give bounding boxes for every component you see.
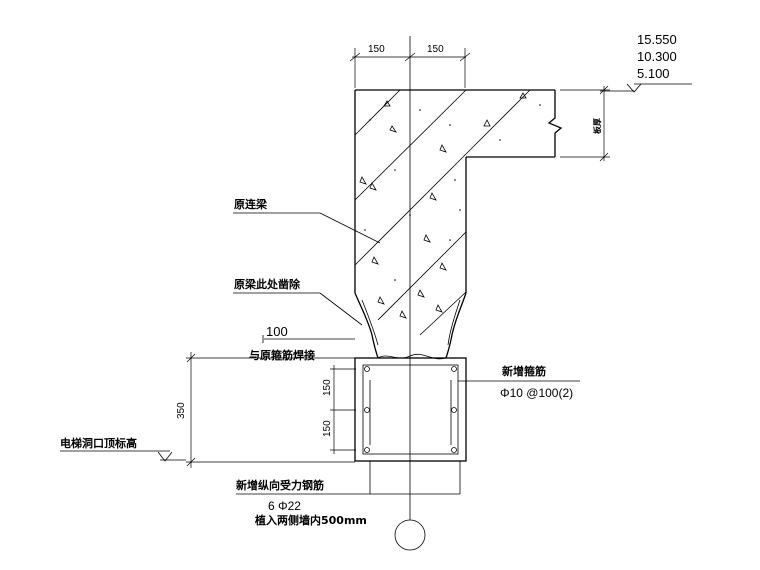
dim-lower: 150 — [322, 420, 333, 437]
leader-beam-removed: 原梁此处凿除 — [233, 277, 363, 326]
dim-total: 350 — [176, 402, 187, 419]
dim-100: 100 — [266, 324, 288, 339]
overall-height-dimension: 350 — [176, 352, 355, 468]
elevation-mark: 15.550 10.300 5.100 — [600, 32, 692, 93]
section-height-dimension: 150 150 — [322, 365, 356, 454]
concrete-dots — [364, 104, 541, 281]
leader-original-beam: 原连梁 — [233, 197, 381, 244]
concrete-hatch — [354, 89, 531, 336]
dim-top-left: 150 — [368, 44, 385, 55]
label-rebar-spec: 6 Φ22 — [268, 499, 301, 513]
label-elevator-top: 电梯洞口顶标高 — [60, 436, 137, 450]
label-new-long-rebar: 新增纵向受力钢筋 — [236, 478, 324, 492]
label-new-stirrup: 新增箍筋 — [502, 364, 546, 378]
aggregate-marks — [359, 92, 527, 319]
elevator-elevation-mark: 电梯洞口顶标高 — [60, 436, 186, 462]
label-slab-mark: 板厚 — [592, 118, 602, 134]
elevation-1: 15.550 — [637, 32, 677, 47]
label-anchor-note: 植入两侧墙内500mm — [254, 513, 367, 527]
axis-bubble — [394, 519, 426, 551]
label-weld: 与原箍筋焊接 — [249, 348, 315, 362]
dim-upper: 150 — [322, 379, 333, 396]
label-beam-removed: 原梁此处凿除 — [234, 277, 301, 291]
top-dimension: 150 150 — [349, 44, 471, 88]
removal-zone — [354, 292, 467, 360]
slab-thickness-dimension: 板厚 — [560, 85, 610, 162]
dim-top-right: 150 — [427, 44, 444, 55]
label-stirrup-spec: Φ10 @100(2) — [500, 386, 573, 400]
elevation-3: 5.100 — [637, 66, 670, 81]
offset-100-mark: 100 — [262, 324, 355, 343]
rebar-dots — [364, 366, 457, 453]
new-beam-section — [354, 357, 467, 462]
original-beam-body — [354, 89, 563, 336]
leader-new-stirrup: 新增箍筋 Φ10 @100(2) — [458, 364, 580, 400]
leader-new-long-rebar: 新增纵向受力钢筋 6 Φ22 植入两侧墙内500mm — [236, 461, 461, 527]
label-original-beam: 原连梁 — [234, 197, 268, 211]
elevation-2: 10.300 — [637, 49, 677, 64]
